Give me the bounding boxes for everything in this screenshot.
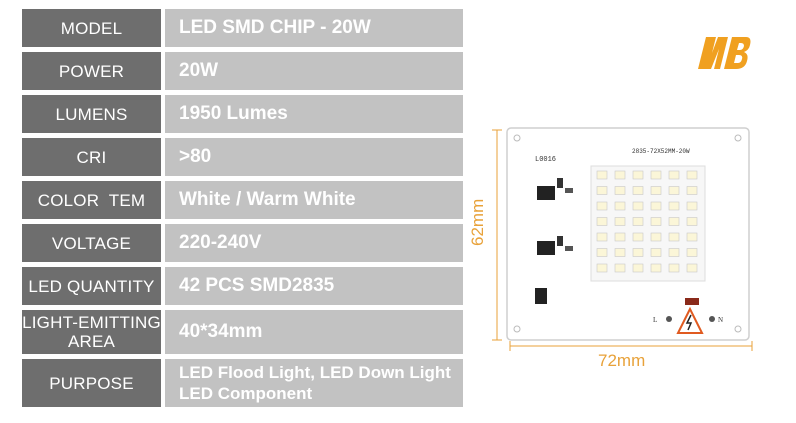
spec-value: 220-240V	[165, 224, 463, 262]
spec-value-line: LED Flood Light, LED Down Light	[179, 363, 451, 382]
spec-label: LED QUANTITY	[22, 267, 161, 305]
spec-value: >80	[165, 138, 463, 176]
spec-row-led-quantity: LED QUANTITY 42 PCS SMD2835	[22, 267, 463, 305]
led-chip	[614, 263, 626, 273]
spec-value: 1950 Lumes	[165, 95, 463, 133]
led-chip	[632, 217, 644, 226]
led-chip	[650, 201, 662, 211]
divider	[161, 138, 165, 176]
pin-l-label: L	[653, 316, 657, 324]
spec-row-color-tem: COLOR TEM White / Warm White	[22, 181, 463, 219]
spec-label: CRI	[22, 138, 161, 176]
spec-label: LUMENS	[22, 95, 161, 133]
divider	[161, 52, 165, 90]
divider	[161, 9, 165, 47]
board-code-top: 2835-72X52MM-20W	[632, 148, 690, 155]
spec-label: MODEL	[22, 9, 161, 47]
led-chip	[668, 186, 680, 195]
spec-label: PURPOSE	[22, 359, 161, 407]
pin-n-label: N	[718, 316, 723, 324]
spec-label: POWER	[22, 52, 161, 90]
spec-label: VOLTAGE	[22, 224, 161, 262]
led-chip	[650, 186, 662, 195]
divider	[161, 95, 165, 133]
led-chip	[596, 217, 608, 226]
spec-label: LIGHT-EMITTING AREA	[22, 310, 161, 354]
spec-label-line: LIGHT-EMITTING	[22, 313, 161, 332]
spec-label-line: AREA	[67, 332, 116, 351]
led-chip	[614, 232, 626, 242]
spec-value: LED Flood Light, LED Down Light LED Comp…	[165, 359, 463, 407]
led-board-image: L0016 2835-72X52MM-20W L N	[506, 127, 750, 341]
led-chip	[632, 186, 644, 195]
led-chip	[668, 201, 680, 211]
led-chip	[668, 170, 680, 180]
led-chip	[614, 201, 626, 211]
led-chip	[596, 186, 608, 195]
led-grid	[596, 170, 698, 273]
led-chip	[632, 232, 644, 242]
width-dimension-label: 72mm	[598, 351, 646, 370]
divider	[161, 224, 165, 262]
spec-row-model: MODEL LED SMD CHIP - 20W	[22, 9, 463, 47]
spec-row-lumens: LUMENS 1950 Lumes	[22, 95, 463, 133]
led-chip	[614, 186, 626, 195]
led-chip	[650, 170, 662, 180]
led-chip	[596, 248, 608, 257]
board-code-left: L0016	[535, 156, 556, 164]
led-chip	[596, 232, 608, 242]
spec-value-line: LED Component	[179, 384, 313, 403]
spec-row-cri: CRI >80	[22, 138, 463, 176]
led-chip	[668, 217, 680, 226]
led-chip	[650, 248, 662, 257]
spec-row-area: LIGHT-EMITTING AREA 40*34mm	[22, 310, 463, 354]
led-chip	[686, 201, 698, 211]
led-chip	[596, 201, 608, 211]
spec-value: LED SMD CHIP - 20W	[165, 9, 463, 47]
led-chip	[614, 217, 626, 226]
led-chip	[632, 248, 644, 257]
led-chip	[650, 217, 662, 226]
led-chip	[686, 186, 698, 195]
spec-label: COLOR TEM	[22, 181, 161, 219]
led-chip	[650, 263, 662, 273]
led-chip	[686, 217, 698, 226]
brand-logo	[698, 37, 751, 69]
spec-value: White / Warm White	[165, 181, 463, 219]
led-chip	[668, 248, 680, 257]
led-chip	[596, 170, 608, 180]
divider	[161, 267, 165, 305]
led-chip	[596, 263, 608, 273]
height-dimension-label: 62mm	[468, 198, 487, 246]
led-chip	[632, 201, 644, 211]
led-chip	[632, 263, 644, 273]
spec-value: 40*34mm	[165, 310, 463, 354]
led-chip	[686, 232, 698, 242]
led-chip	[632, 170, 644, 180]
led-chip	[668, 232, 680, 242]
led-chip	[686, 248, 698, 257]
spec-value: 42 PCS SMD2835	[165, 267, 463, 305]
spec-table: MODEL LED SMD CHIP - 20W POWER 20W LUMEN…	[22, 9, 463, 412]
divider	[161, 181, 165, 219]
spec-row-power: POWER 20W	[22, 52, 463, 90]
spec-row-purpose: PURPOSE LED Flood Light, LED Down Light …	[22, 359, 463, 407]
led-chip	[614, 248, 626, 257]
led-chip	[614, 170, 626, 180]
led-chip	[650, 232, 662, 242]
divider	[161, 310, 165, 354]
spec-value: 20W	[165, 52, 463, 90]
led-chip	[686, 263, 698, 273]
spec-row-voltage: VOLTAGE 220-240V	[22, 224, 463, 262]
led-chip	[686, 170, 698, 180]
led-chip	[668, 263, 680, 273]
divider	[161, 359, 165, 407]
